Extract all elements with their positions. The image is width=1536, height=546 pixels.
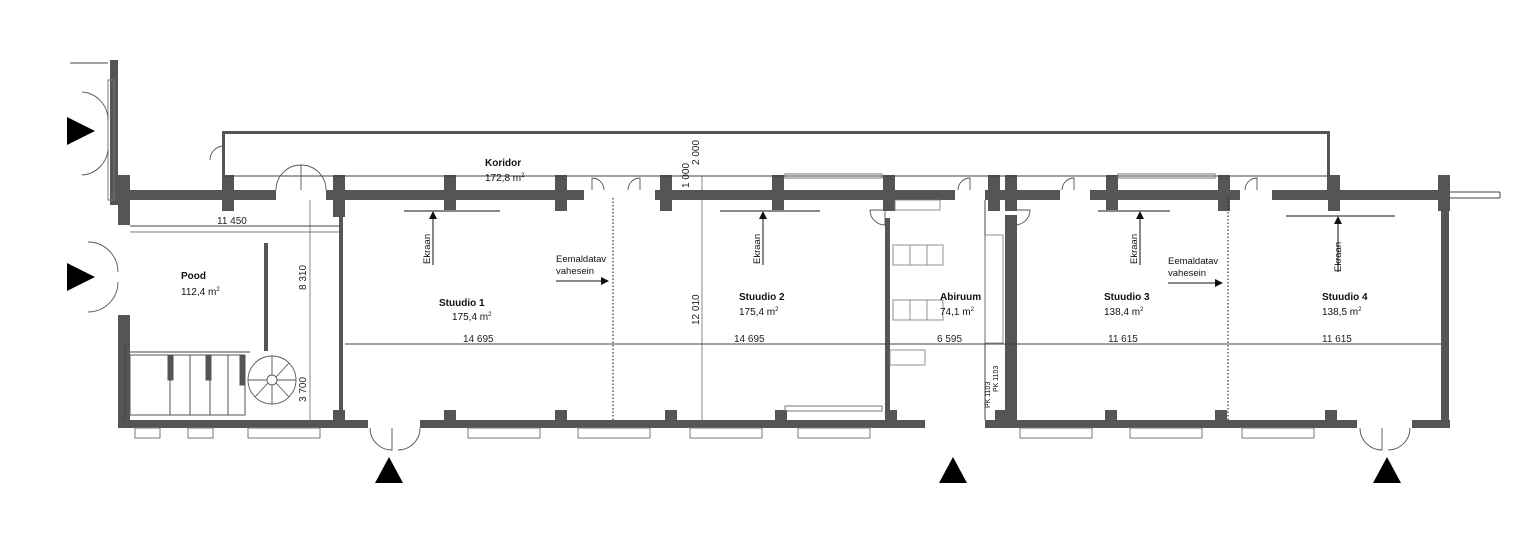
door-swing-icon xyxy=(209,145,225,161)
south-wall-seg xyxy=(118,420,368,428)
removable-wall-label-line2: vahesein xyxy=(556,266,594,277)
corridor-east-wall xyxy=(1327,131,1330,191)
walls xyxy=(110,60,1450,428)
screen-label: Ekraan xyxy=(1129,234,1140,264)
north-wall-seg xyxy=(1090,190,1240,200)
room-name-stuudio4: Stuudio 4 xyxy=(1322,292,1368,303)
door-swing-icon xyxy=(1061,177,1075,191)
pood-inner-wall xyxy=(264,243,268,351)
room-area-stuudio4: 138,5 m2 xyxy=(1322,307,1362,318)
door-swing-icon xyxy=(275,164,302,191)
room-area-stuudio2: 175,4 m2 xyxy=(739,307,779,318)
screen-label: Ekraan xyxy=(422,234,433,264)
north-wall-seg xyxy=(228,190,276,200)
north-wall-seg xyxy=(655,190,955,200)
entrance-arrow-icon xyxy=(67,263,95,291)
screen-label: Ekraan xyxy=(752,234,763,264)
door-swing-icon xyxy=(957,177,971,191)
dim-stuudio1-width: 14 695 xyxy=(463,334,494,345)
dim-stuudio3-width: 11 615 xyxy=(1108,334,1138,345)
door-swing-icon xyxy=(1014,209,1031,226)
dim-stuudio2-width: 14 695 xyxy=(734,334,765,345)
abiruum-shelves xyxy=(889,199,1004,366)
room-area-koridor: 172,8 m2 xyxy=(485,173,525,184)
dim-abiruum-width: 6 595 xyxy=(937,334,962,345)
east-wall xyxy=(1441,195,1449,427)
door-swing-icon xyxy=(87,281,119,313)
pk-label: PK 1103 xyxy=(985,382,992,408)
corridor-west-wall xyxy=(222,131,225,191)
room-area-stuudio3: 138,4 m2 xyxy=(1104,307,1144,318)
room-name-abiruum: Abiruum xyxy=(940,292,981,303)
north-wall-seg xyxy=(120,190,230,200)
room-area-stuudio1: 175,4 m2 xyxy=(452,312,492,323)
entrance-arrow-icon xyxy=(939,457,967,483)
entrance-arrow-icon xyxy=(375,457,403,483)
door-swing-icon xyxy=(1387,427,1411,451)
door-swing-icon xyxy=(1359,427,1383,451)
room-area-pood: 112,4 m2 xyxy=(181,287,220,298)
stair-icon xyxy=(247,355,297,405)
north-wall-seg xyxy=(1272,190,1450,200)
dim-building-depth: 12 010 xyxy=(691,294,702,325)
pk-label: PK 1103 xyxy=(993,366,1000,392)
door-swing-icon xyxy=(87,241,119,273)
dim-corridor-width: 2 000 xyxy=(691,140,702,165)
room-name-koridor: Koridor xyxy=(485,158,521,169)
dim-pood-width: 11 450 xyxy=(217,216,247,227)
room-area-abiruum: 74,1 m2 xyxy=(940,307,975,318)
screen-label: Ekraan xyxy=(1333,242,1344,272)
door-swing-icon xyxy=(369,427,393,451)
entrance-arrow-icon xyxy=(1373,457,1401,483)
partition-abiruum-east xyxy=(1005,215,1017,425)
door-swing-icon xyxy=(300,164,327,191)
door-swing-icon xyxy=(1244,177,1258,191)
windows xyxy=(107,79,1315,439)
doors xyxy=(81,91,1411,451)
room-name-stuudio2: Stuudio 2 xyxy=(739,292,785,303)
dim-pood-depth: 8 310 xyxy=(298,265,309,290)
partition-abiruum-west xyxy=(885,218,890,423)
dimension-lines xyxy=(130,176,703,420)
thin-lines xyxy=(70,62,1501,420)
corridor-north-wall xyxy=(222,131,1330,134)
partition-pood-stuudio1 xyxy=(339,200,343,420)
door-swing-icon xyxy=(397,427,421,451)
removable-wall-arrows xyxy=(556,277,1223,287)
south-wall-seg xyxy=(985,420,1357,428)
dim-stair-depth: 3 700 xyxy=(298,377,309,402)
screens xyxy=(404,210,1395,272)
dim-stuudio4-width: 11 615 xyxy=(1322,334,1352,345)
entrance-arrow-icon xyxy=(67,117,95,145)
door-swing-icon xyxy=(591,177,605,191)
room-name-pood: Pood xyxy=(181,271,206,282)
entrances xyxy=(67,117,1401,483)
removable-wall-label-line1: Eemaldatav xyxy=(1168,256,1218,267)
dim-corridor-offset: 1 000 xyxy=(681,163,692,188)
door-swing-icon xyxy=(627,177,641,191)
north-wall-seg xyxy=(985,190,1060,200)
south-wall-seg xyxy=(1412,420,1450,428)
door-swing-icon xyxy=(81,149,109,176)
door-swing-icon xyxy=(81,91,109,121)
room-name-stuudio1: Stuudio 1 xyxy=(439,298,485,309)
removable-wall-label-line1: Eemaldatav xyxy=(556,254,606,265)
removable-wall-label-line2: vahesein xyxy=(1168,268,1206,279)
wc-block xyxy=(129,354,246,416)
room-name-stuudio3: Stuudio 3 xyxy=(1104,292,1150,303)
door-swing-icon xyxy=(869,209,886,226)
